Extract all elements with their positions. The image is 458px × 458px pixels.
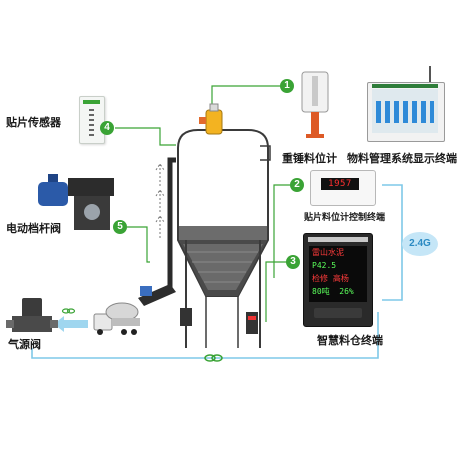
air-solenoid-valve [6,298,58,332]
link-valve5 [127,226,150,263]
badge-3: 3 [286,255,300,269]
electric-lever-valve [38,174,114,230]
chain-link-icon [204,354,223,362]
label-material-system: 物料管理系统显示终端 [347,152,457,165]
label-patch-controller: 贴片料位计控制终端 [304,213,386,223]
silo [177,129,271,348]
screw-conveyor [138,284,176,306]
badge-1: 1 [280,79,294,93]
screen-line-4-right: 26% [339,287,354,296]
fill-direction-arrows [155,163,165,238]
wireless-cloud: 2.4G [402,232,438,256]
patch-level-controller-image: 1957 [310,170,376,206]
badge-2: 2 [290,178,304,192]
label-air-valve: 气源阀 [8,338,41,351]
controller-led-readout: 1957 [321,178,359,190]
link-sensor4 [115,127,176,146]
smart-silo-terminal-image: 雷山水泥 P42.5 检修 高杨 80吨 26% [303,233,373,327]
badge-4: 4 [100,121,114,135]
screen-line-2: P42.5 [312,261,337,270]
smart-terminal-screen: 雷山水泥 P42.5 检修 高杨 80吨 26% [309,246,367,302]
heavy-hammer-gauge-top [199,103,223,135]
link-controller2 [273,184,290,278]
flow-arrow [54,316,88,332]
link-terminal3 [265,261,288,322]
screen-line-3: 检修 高杨 [312,274,349,283]
label-patch-sensor: 贴片传感器 [6,116,61,129]
patch-sensor-image [79,96,105,144]
label-heavy-hammer: 重锤料位计 [282,152,337,165]
link-hammer-to-sensor [211,85,286,104]
badge-5: 5 [113,220,127,234]
feed-pipe [148,157,176,303]
heavy-hammer-device [301,71,329,138]
label-smart-terminal: 智慧料仓终端 [317,334,383,347]
screen-line-1: 雷山水泥 [312,248,344,257]
leg-gauge-left [180,308,192,326]
leg-gauge-right [246,312,258,334]
link-wireless [382,184,403,301]
cement-truck [93,302,140,335]
chain-link-icon-small [61,308,76,314]
screen-line-4-left: 80吨 [312,287,330,296]
material-display-terminal-image [367,82,445,142]
label-electric-valve: 电动档杆阀 [6,222,61,235]
